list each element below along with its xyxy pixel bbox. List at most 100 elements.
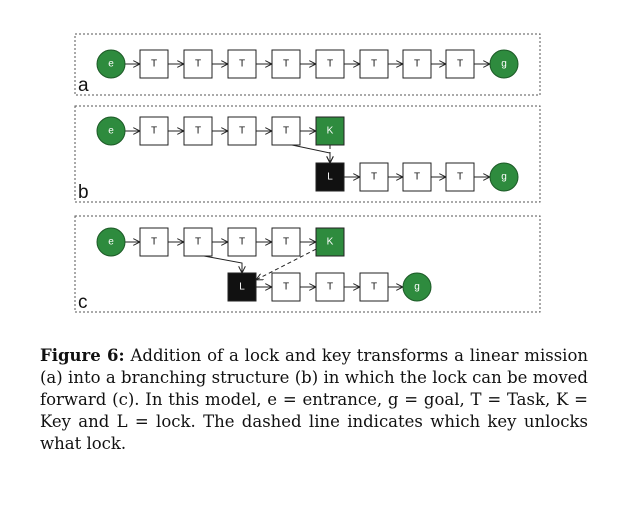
task-node: T: [139, 116, 169, 146]
goal-node: g: [402, 272, 432, 302]
panel-c-label: c: [78, 292, 88, 313]
edges-layer: [125, 64, 490, 287]
task-label: T: [327, 59, 333, 70]
task-shape: [315, 49, 345, 79]
key-shape: [315, 227, 345, 257]
task-label: T: [283, 237, 289, 248]
task-label: T: [151, 237, 157, 248]
task-node: T: [183, 116, 213, 146]
task-label: T: [239, 237, 245, 248]
panel-a: a: [74, 33, 541, 96]
lock-node: L: [227, 272, 257, 302]
task-shape: [445, 162, 475, 192]
task-label: T: [195, 237, 201, 248]
figure-caption-text: Addition of a lock and key transforms a …: [40, 346, 589, 453]
key-node: K: [315, 227, 345, 257]
task-shape: [359, 49, 389, 79]
panel-b-label: b: [78, 182, 89, 203]
entrance-node: e: [96, 116, 126, 146]
task-label: T: [414, 59, 420, 70]
task-node: T: [227, 116, 257, 146]
task-label: T: [283, 282, 289, 293]
key-label: K: [327, 237, 334, 248]
task-node: T: [271, 49, 301, 79]
task-shape: [227, 227, 257, 257]
task-node: T: [271, 272, 301, 302]
task-shape: [402, 49, 432, 79]
task-shape: [227, 116, 257, 146]
key-label: K: [327, 126, 334, 137]
task-node: T: [315, 272, 345, 302]
task-node: T: [227, 227, 257, 257]
task-shape: [445, 49, 475, 79]
panel-b-frame: [74, 105, 541, 203]
task-shape: [271, 116, 301, 146]
key-node: K: [315, 116, 345, 146]
task-shape: [402, 162, 432, 192]
task-label: T: [283, 126, 289, 137]
figure-caption: Figure 6: Addition of a lock and key tra…: [40, 345, 588, 455]
task-shape: [359, 272, 389, 302]
key-shape: [315, 116, 345, 146]
task-node: T: [183, 227, 213, 257]
entrance-node: e: [96, 49, 126, 79]
entrance-shape: [96, 49, 126, 79]
task-node: T: [271, 227, 301, 257]
task-label: T: [195, 126, 201, 137]
task-shape: [315, 272, 345, 302]
lock-label: L: [327, 172, 333, 183]
entrance-label: e: [108, 237, 114, 248]
task-label: T: [457, 59, 463, 70]
lock-shape: [315, 162, 345, 192]
lock-label: L: [239, 282, 245, 293]
task-node: T: [359, 162, 389, 192]
task-label: T: [457, 172, 463, 183]
entrance-label: e: [108, 126, 114, 137]
task-label: T: [371, 59, 377, 70]
task-shape: [139, 116, 169, 146]
task-node: T: [227, 49, 257, 79]
panel-a-frame: [74, 33, 541, 96]
goal-node: g: [489, 162, 519, 192]
task-node: T: [315, 49, 345, 79]
task-label: T: [371, 172, 377, 183]
goal-shape: [489, 49, 519, 79]
task-label: T: [195, 59, 201, 70]
goal-node: g: [489, 49, 519, 79]
task-label: T: [283, 59, 289, 70]
panel-c: c: [74, 215, 541, 313]
task-shape: [183, 116, 213, 146]
goal-label: g: [501, 172, 507, 183]
task-label: T: [151, 126, 157, 137]
panel-c-frame: [74, 215, 541, 313]
entrance-node: e: [96, 227, 126, 257]
mission-edge: [291, 144, 330, 163]
task-shape: [139, 49, 169, 79]
task-shape: [227, 49, 257, 79]
task-label: T: [327, 282, 333, 293]
goal-shape: [402, 272, 432, 302]
task-shape: [359, 162, 389, 192]
task-label: T: [414, 172, 420, 183]
key-lock-dashed-edge: [256, 248, 317, 280]
task-label: T: [239, 126, 245, 137]
panel-b: b: [74, 105, 541, 203]
task-node: T: [402, 49, 432, 79]
entrance-label: e: [108, 59, 114, 70]
goal-label: g: [501, 59, 507, 70]
lock-node: L: [315, 162, 345, 192]
task-shape: [139, 227, 169, 257]
mission-edge: [203, 255, 242, 273]
task-shape: [271, 272, 301, 302]
task-shape: [271, 227, 301, 257]
task-node: T: [139, 49, 169, 79]
task-node: T: [139, 227, 169, 257]
task-node: T: [445, 49, 475, 79]
goal-label: g: [414, 282, 420, 293]
lock-shape: [227, 272, 257, 302]
task-shape: [183, 227, 213, 257]
task-label: T: [151, 59, 157, 70]
task-label: T: [371, 282, 377, 293]
